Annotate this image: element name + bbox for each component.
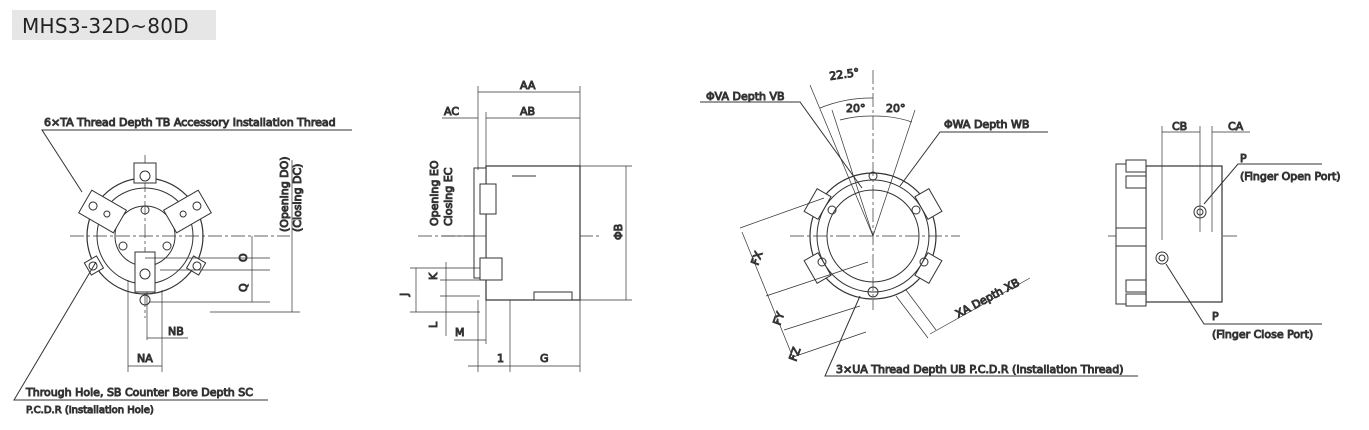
label-g: G <box>540 352 549 365</box>
label-ab: AB <box>520 105 535 118</box>
label-cb: CB <box>1172 120 1187 133</box>
title-background <box>12 10 216 40</box>
label-phi-va: ΦVA Depth VB <box>706 90 785 103</box>
label-closing-dc: (Closing DC) <box>291 164 304 232</box>
page-title: MHS3-32D~80D <box>22 14 189 38</box>
label-j: J <box>398 293 411 297</box>
label-p-close: P <box>1212 310 1219 323</box>
label-through-hole: Through Hole, SB Counter Bore Depth SC <box>25 386 253 399</box>
label-xa-depth: XA Depth XB <box>953 276 1021 321</box>
label-fx: FX <box>749 249 766 267</box>
label-ca: CA <box>1228 120 1244 133</box>
rear-view <box>700 70 1138 377</box>
label-opening-eo: Opening EO <box>428 160 441 226</box>
label-nb: NB <box>168 325 184 338</box>
label-finger-open: (Finger Open Port) <box>1240 170 1341 183</box>
label-p-open: P <box>1240 152 1247 165</box>
label-fz: FZ <box>787 345 804 363</box>
label-na: NA <box>137 352 153 365</box>
label-l: L <box>427 321 440 328</box>
front-view <box>13 129 352 401</box>
right-view <box>1108 126 1322 325</box>
label-angle-20a: 20° <box>846 102 866 115</box>
label-fy: FY <box>771 310 788 327</box>
label-ta-thread: 6×TA Thread Depth TB Accessory Installat… <box>44 116 336 129</box>
label-k: K <box>427 272 440 280</box>
side-view <box>410 86 632 372</box>
label-ac: AC <box>444 105 459 118</box>
label-q: Q <box>237 283 250 292</box>
label-closing-ec: Closing EC <box>442 167 455 226</box>
label-angle-22-5: 22.5° <box>829 66 861 83</box>
label-phi-wa: ΦWA Depth WB <box>944 118 1029 131</box>
label-opening-do: (Opening DO) <box>278 156 291 232</box>
label-m: M <box>455 326 465 339</box>
label-pcd-install-hole: P.C.D.R (Installation Hole) <box>26 405 154 416</box>
label-phi-b: ΦB <box>612 224 625 240</box>
label-finger-close: (Finger Close Port) <box>1212 328 1313 341</box>
label-one: 1 <box>497 352 504 365</box>
label-o: O <box>237 253 250 262</box>
label-angle-20b: 20° <box>886 102 906 115</box>
label-ua-thread: 3×UA Thread Depth UB P.C.D.R (Installati… <box>836 363 1124 376</box>
label-aa: AA <box>520 79 536 92</box>
